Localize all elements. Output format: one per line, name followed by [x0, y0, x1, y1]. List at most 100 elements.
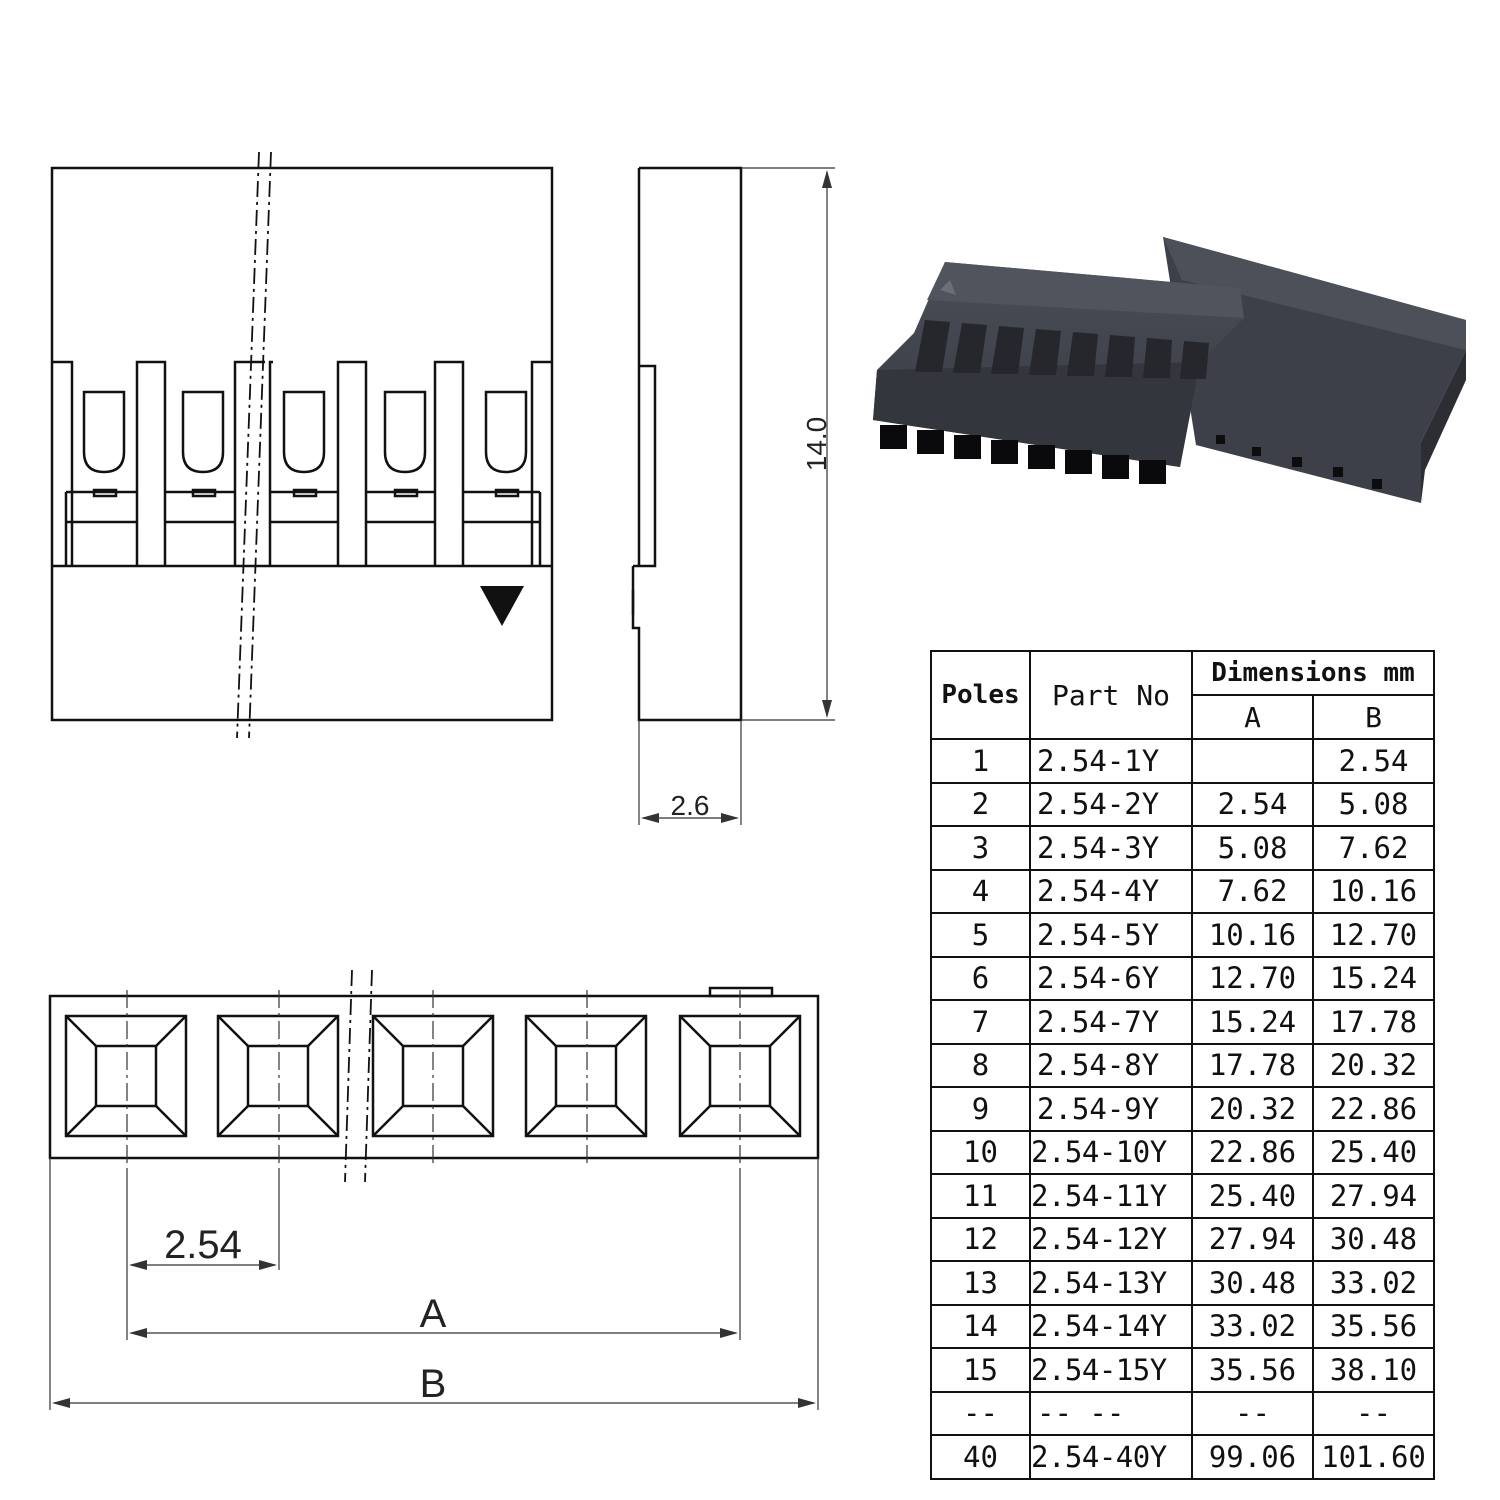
cell-poles: 12 [930, 1216, 1031, 1262]
cell-part-no: 2.54-13Y [1029, 1260, 1193, 1306]
cell-part-no: 2.54-11Y [1029, 1173, 1193, 1219]
cell-dim-a: 25.40 [1191, 1173, 1314, 1219]
header-dimensions: Dimensions mm [1191, 650, 1435, 696]
cell-poles: 2 [930, 781, 1031, 827]
cell-part-no: 2.54-15Y [1029, 1347, 1193, 1393]
cell-poles: 5 [930, 912, 1031, 958]
cell-poles: 10 [930, 1129, 1031, 1175]
pitch-dimension-label: 2.54 [164, 1223, 242, 1267]
cell-poles: 11 [930, 1173, 1031, 1219]
table-row: ---- ------ [930, 1390, 1435, 1436]
cell-dim-a: 5.08 [1191, 825, 1314, 871]
cell-dim-b: 35.56 [1312, 1303, 1435, 1349]
cell-dim-b: 7.62 [1312, 825, 1435, 871]
cell-poles: 6 [930, 955, 1031, 1001]
cell-dim-a: 99.06 [1191, 1434, 1314, 1480]
cell-dim-a: 12.70 [1191, 955, 1314, 1001]
cell-poles: 1 [930, 738, 1031, 784]
cell-part-no: 2.54-14Y [1029, 1303, 1193, 1349]
cell-poles: 4 [930, 868, 1031, 914]
cell-dim-b: 12.70 [1312, 912, 1435, 958]
header-part-no: Part No [1029, 650, 1193, 740]
cell-dim-a: 35.56 [1191, 1347, 1314, 1393]
cell-dim-a: 7.62 [1191, 868, 1314, 914]
cell-dim-b: 2.54 [1312, 738, 1435, 784]
cell-poles: 13 [930, 1260, 1031, 1306]
cell-poles: 15 [930, 1347, 1031, 1393]
height-dimension-label: 14.0 [801, 417, 832, 472]
cell-dim-b: 30.48 [1312, 1216, 1435, 1262]
cell-dim-a: 33.02 [1191, 1303, 1314, 1349]
cell-part-no: 2.54-40Y [1029, 1434, 1193, 1480]
cell-dim-a: -- [1191, 1390, 1314, 1436]
cell-poles: 8 [930, 1042, 1031, 1088]
cell-poles: 7 [930, 999, 1031, 1045]
cell-poles: 14 [930, 1303, 1031, 1349]
cell-dim-b: -- [1312, 1390, 1435, 1436]
cell-part-no: 2.54-4Y [1029, 868, 1193, 914]
cell-dim-b: 101.60 [1312, 1434, 1435, 1480]
cell-part-no: 2.54-2Y [1029, 781, 1193, 827]
cell-poles: 9 [930, 1086, 1031, 1132]
cell-dim-b: 22.86 [1312, 1086, 1435, 1132]
cell-dim-a: 20.32 [1191, 1086, 1314, 1132]
header-poles: Poles [930, 650, 1031, 740]
cell-part-no: 2.54-7Y [1029, 999, 1193, 1045]
side-view-drawing: 14.0 2.6 [631, 166, 835, 825]
cell-part-no: 2.54-5Y [1029, 912, 1193, 958]
cell-part-no: -- -- [1029, 1390, 1193, 1436]
cell-dim-b: 33.02 [1312, 1260, 1435, 1306]
cell-dim-a [1191, 738, 1314, 784]
cell-part-no: 2.54-6Y [1029, 955, 1193, 1001]
header-a: A [1191, 694, 1314, 740]
dimension-a-label: A [420, 1292, 447, 1336]
cell-part-no: 2.54-1Y [1029, 738, 1193, 784]
bottom-view-drawing: 2.54 A B [48, 969, 820, 1410]
cell-dim-b: 25.40 [1312, 1129, 1435, 1175]
cell-dim-a: 30.48 [1191, 1260, 1314, 1306]
cell-part-no: 2.54-3Y [1029, 825, 1193, 871]
front-view-drawing [50, 151, 554, 739]
connector-photo [873, 237, 1466, 503]
cell-dim-a: 22.86 [1191, 1129, 1314, 1175]
cell-dim-a: 2.54 [1191, 781, 1314, 827]
cell-part-no: 2.54-9Y [1029, 1086, 1193, 1132]
thickness-dimension-label: 2.6 [671, 790, 710, 821]
cell-part-no: 2.54-8Y [1029, 1042, 1193, 1088]
polarity-triangle-icon [480, 586, 524, 626]
cell-dim-b: 15.24 [1312, 955, 1435, 1001]
cell-dim-b: 27.94 [1312, 1173, 1435, 1219]
cell-poles: -- [930, 1390, 1031, 1436]
cell-part-no: 2.54-12Y [1029, 1216, 1193, 1262]
cell-dim-b: 5.08 [1312, 781, 1435, 827]
cell-poles: 40 [930, 1434, 1031, 1480]
cell-dim-a: 10.16 [1191, 912, 1314, 958]
dimension-b-label: B [420, 1362, 447, 1406]
header-b: B [1312, 694, 1435, 740]
cell-poles: 3 [930, 825, 1031, 871]
cell-part-no: 2.54-10Y [1029, 1129, 1193, 1175]
cell-dim-a: 27.94 [1191, 1216, 1314, 1262]
cell-dim-b: 10.16 [1312, 868, 1435, 914]
cell-dim-b: 17.78 [1312, 999, 1435, 1045]
cell-dim-b: 20.32 [1312, 1042, 1435, 1088]
